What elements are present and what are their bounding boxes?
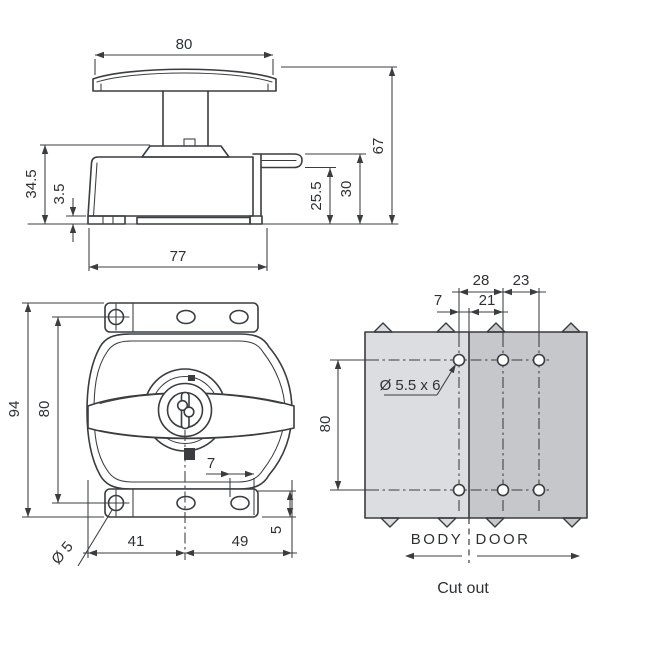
dim-label-23: 23 — [513, 272, 530, 289]
side-view: 80 77 34.5 3.5 — [23, 36, 399, 271]
dim-overall-height: 94 — [6, 302, 104, 518]
dim-row-spacing: 80 — [317, 360, 342, 490]
body-door-labels: BODY DOOR — [405, 531, 580, 560]
door-direction-arrow-icon — [571, 552, 580, 560]
dim-latch-top: 30 — [338, 154, 364, 224]
hole-note-label: Ø 5.5 x 6 — [380, 377, 441, 394]
dim-label-34-5: 34.5 — [23, 169, 40, 198]
dim-label-3-5: 3.5 — [51, 184, 68, 205]
dim-base-width: 77 — [88, 228, 268, 271]
front-view-top-plate — [102, 302, 259, 333]
dim-label-7-slot: 7 — [207, 455, 215, 472]
dim-label-25-5: 25.5 — [308, 181, 325, 210]
dim-label-77: 77 — [170, 248, 187, 265]
door-label: DOOR — [476, 531, 531, 548]
dim-slot-edge: 5 — [258, 490, 296, 534]
dim-latch-underside: 25.5 — [308, 168, 334, 224]
cylinder-mark — [188, 375, 195, 381]
dim-label-80-holes: 80 — [36, 401, 53, 418]
front-view-body — [86, 333, 295, 490]
dim-label-41: 41 — [128, 533, 145, 550]
door-panel — [469, 332, 587, 518]
body-direction-arrow-icon — [405, 552, 414, 560]
cutout-view: 28 23 7 21 80 Ø 5.5 x 6 BODY DOOR — [317, 272, 588, 597]
dim-slot-width: 7 — [206, 455, 255, 515]
callout-hole-note: Ø 5.5 x 6 — [380, 364, 456, 396]
dim-label-94: 94 — [6, 401, 23, 418]
dim-41-49: 41 49 — [83, 480, 297, 558]
body-panel — [365, 332, 469, 518]
dim-body-height: 34.5 — [23, 144, 150, 224]
dim-hole-spacing: 80 — [36, 316, 103, 504]
dim-label-67: 67 — [370, 138, 387, 155]
dim-handle-width: 80 — [94, 36, 274, 75]
dim-label-28: 28 — [473, 272, 490, 289]
dim-label-dia5: Ø 5 — [48, 538, 77, 567]
front-view-bottom-plate — [102, 488, 259, 518]
dim-label-49: 49 — [232, 533, 249, 550]
dim-total-height: 67 — [370, 67, 396, 224]
dim-label-80-handle: 80 — [176, 36, 193, 53]
latch-position-mark — [184, 448, 195, 460]
dim-7-21: 7 21 — [434, 292, 508, 316]
cutout-holes — [452, 353, 546, 497]
cutout-outline — [364, 331, 588, 519]
side-view-body — [27, 153, 399, 225]
dim-flange-thickness: 3.5 — [51, 184, 86, 242]
front-view: 94 80 Ø 5 41 49 — [6, 302, 297, 568]
dim-label-5-edge: 5 — [268, 526, 285, 534]
dim-label-21: 21 — [479, 292, 496, 309]
dim-label-30: 30 — [338, 181, 355, 198]
side-view-handle — [92, 68, 277, 92]
dim-28-23: 28 23 — [452, 272, 546, 296]
dim-label-80-rows: 80 — [317, 416, 334, 433]
body-label: BODY — [411, 531, 464, 548]
cutout-caption: Cut out — [437, 580, 489, 597]
callout-hole-dia: Ø 5 — [48, 509, 113, 568]
side-view-stem — [141, 90, 230, 158]
dim-label-7-cutout: 7 — [434, 292, 442, 309]
